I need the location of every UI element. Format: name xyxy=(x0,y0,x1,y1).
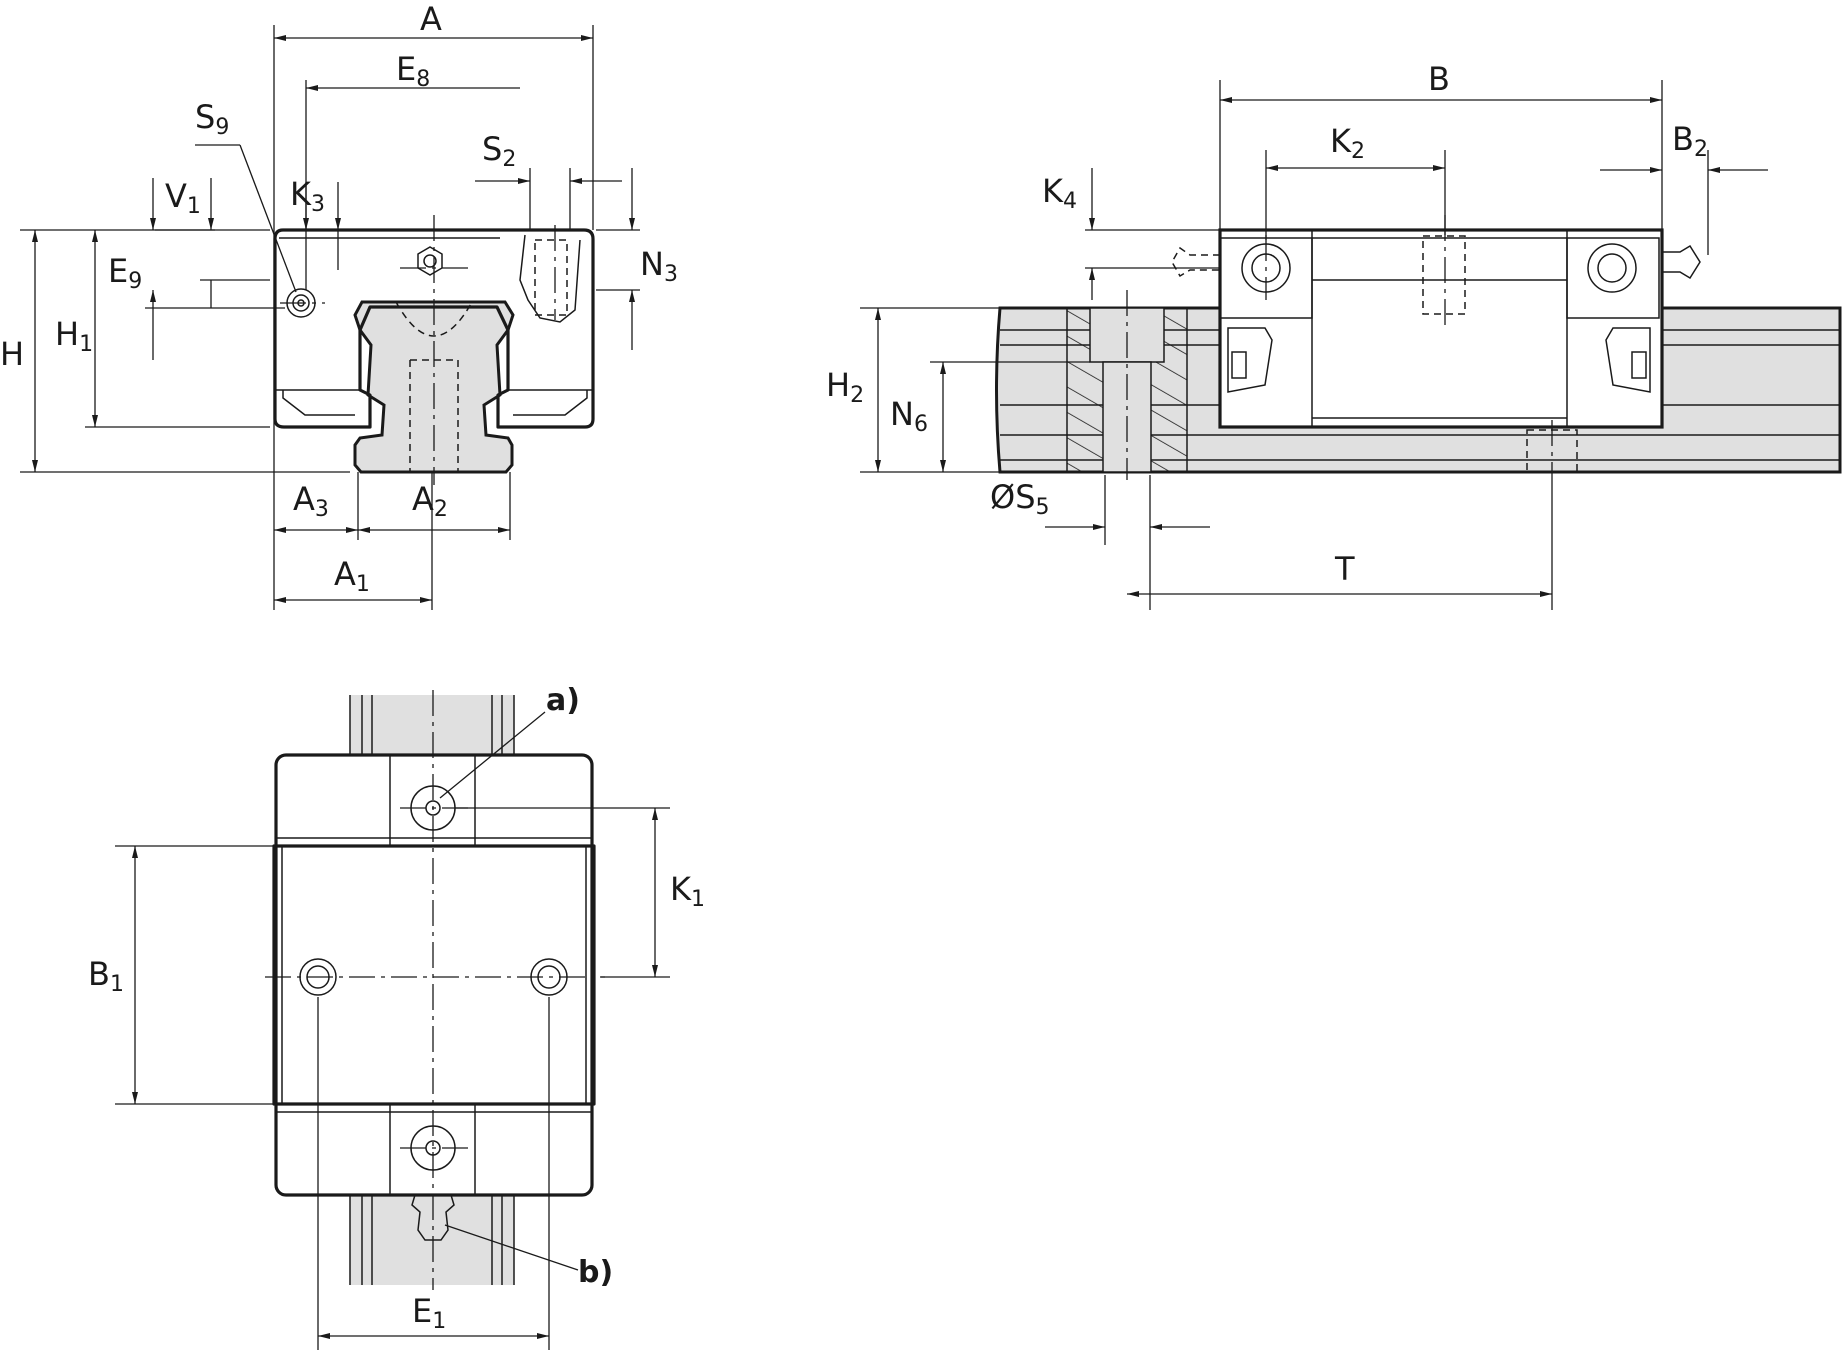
dim-T-label: T xyxy=(1334,550,1355,588)
rail-groove xyxy=(395,301,473,337)
dim-S5-label: ØS5 xyxy=(990,478,1050,520)
annotation-b: b) xyxy=(578,1255,613,1290)
end-seal-right xyxy=(1587,243,1637,293)
top-view: B1 K1 E1 a) b) xyxy=(88,683,705,1350)
grease-nipple-right xyxy=(1661,244,1701,280)
dim-E1-label: E1 xyxy=(412,1292,446,1334)
dim-S9-label: S9 xyxy=(195,98,229,140)
dim-N3-label: N3 xyxy=(640,245,678,287)
dim-K1-label: K1 xyxy=(670,870,705,912)
dim-K4-label: K4 xyxy=(1042,172,1077,214)
dim-V1-label: V1 xyxy=(165,177,201,219)
dim-K2-label: K2 xyxy=(1330,122,1365,164)
annotation-a: a) xyxy=(546,683,580,718)
dim-B-label: B xyxy=(1428,60,1450,98)
carriage-body xyxy=(273,228,595,429)
dim-K3-label: K3 xyxy=(290,175,325,217)
dim-S2-label: S2 xyxy=(482,130,516,172)
dim-A3-label: A3 xyxy=(293,480,329,522)
leader-a xyxy=(439,711,546,799)
dim-B1-label: B1 xyxy=(88,955,124,997)
dim-A1-label: A1 xyxy=(334,555,370,597)
dim-A2-label: A2 xyxy=(412,480,448,522)
side-view: B K2 B2 K4 H2 N6 ØS5 T xyxy=(826,60,1842,610)
grease-nipple-left xyxy=(1171,246,1220,278)
carriage-side xyxy=(1218,228,1664,429)
carriage-top xyxy=(274,753,594,1197)
dim-H1-label: H1 xyxy=(55,315,93,357)
leader-b xyxy=(444,1224,579,1271)
dim-N6-label: N6 xyxy=(890,395,928,437)
dim-B2-label: B2 xyxy=(1672,120,1708,162)
dim-H-label: H xyxy=(0,335,24,373)
dim-H2-label: H2 xyxy=(826,366,864,408)
dim-E8-label: E8 xyxy=(396,50,430,92)
hex-nut xyxy=(417,246,443,276)
front-view: A E8 S9 S2 V1 K3 N3 E9 H H1 xyxy=(0,0,678,610)
dim-E9-label: E9 xyxy=(108,252,142,294)
dim-A-label: A xyxy=(420,0,442,38)
